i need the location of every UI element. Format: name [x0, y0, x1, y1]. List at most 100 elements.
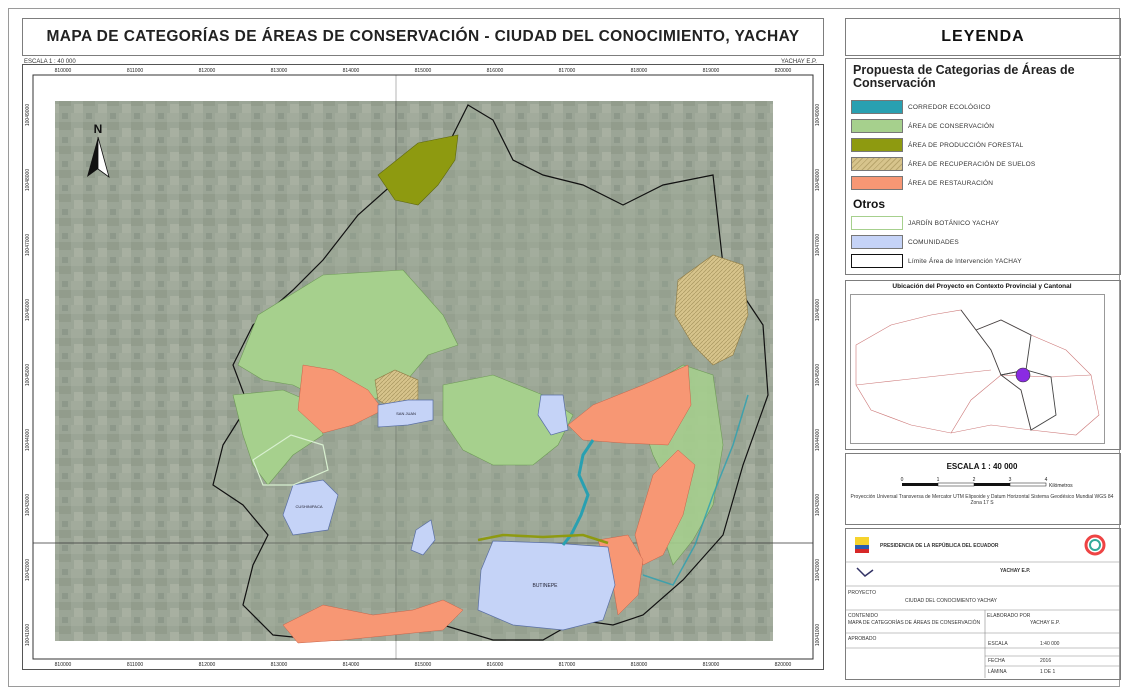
legend-swatch: [851, 235, 903, 249]
tick-label-bottom: 811000: [127, 662, 144, 668]
legend-title: LEYENDA: [941, 28, 1025, 45]
institution-name: PRESIDENCIA DE LA REPÚBLICA DEL ECUADOR: [880, 543, 999, 549]
legend-label: JARDÍN BOTÁNICO YACHAY: [908, 219, 1000, 227]
scale-tick-label: 1: [937, 477, 940, 483]
legend-item: ÁREA DE RECUPERACIÓN DE SUELOS: [851, 157, 1035, 171]
tick-label-left: 10045000: [25, 364, 31, 386]
map-title-box: MAPA DE CATEGORÍAS DE ÁREAS DE CONSERVAC…: [22, 18, 824, 56]
location-map: [850, 294, 1105, 444]
credit-note: YACHAY E.P.: [781, 59, 817, 65]
legend-box: [845, 58, 1121, 275]
area-recuperacion-suelos-1: [674, 254, 749, 366]
tick-label-left: 10043000: [25, 494, 31, 516]
title-block-lines: [845, 534, 1120, 678]
area-restauracion-2: [567, 364, 692, 446]
legend-label: COMUNIDADES: [908, 238, 959, 246]
legend-heading: Propuesta de Categorias de Áreas de Cons…: [853, 63, 1075, 90]
otros-heading: Otros: [853, 197, 886, 211]
tick-label-right: 10049000: [815, 104, 821, 126]
project-value: CIUDAD DEL CONOCIMIENTO YACHAY: [905, 598, 997, 604]
legend-item: ÁREA DE PRODUCCIÓN FORESTAL: [851, 138, 1023, 152]
tick-label-bottom: 812000: [199, 662, 216, 668]
legend-item: ÁREA DE RESTAURACIÓN: [851, 176, 993, 190]
scale-tick-label: 0: [901, 477, 904, 483]
community-2: [282, 479, 339, 536]
area-conservacion-3: [232, 389, 324, 486]
intervention-boundary: [212, 104, 769, 641]
tick-label-left: 10049000: [25, 104, 31, 126]
tick-label-bottom: 814000: [343, 662, 360, 668]
content-value: MAPA DE CATEGORÍAS DE ÁREAS DE CONSERVAC…: [848, 620, 981, 626]
legend-item: JARDÍN BOTÁNICO YACHAY: [851, 216, 999, 230]
scale-note: ESCALA 1 : 40 000: [24, 59, 76, 65]
project-location-marker: [1015, 367, 1031, 383]
tick-label-top: 814000: [343, 68, 360, 74]
tick-label-top: 817000: [559, 68, 576, 74]
tick-label-bottom: 815000: [415, 662, 432, 668]
content-label: CONTENIDO: [848, 613, 878, 619]
responsible-value: YACHAY E.P.: [1030, 620, 1060, 626]
tick-label-left: 10048000: [25, 169, 31, 191]
scale-tick-label: 2: [973, 477, 976, 483]
tick-label-left: 10046000: [25, 299, 31, 321]
sheet-label: LÁMINA: [988, 669, 1007, 675]
tick-label-top: 810000: [55, 68, 72, 74]
scale-value: 1:40 000: [1040, 641, 1060, 647]
project-label: PROYECTO: [848, 590, 876, 596]
scale-unit-label: Kilómetros: [1049, 483, 1073, 489]
tick-label-top: 811000: [127, 68, 144, 74]
tick-label-bottom: 818000: [631, 662, 648, 668]
legend-swatch: [851, 100, 903, 114]
community-3: [537, 394, 569, 436]
tick-label-left: 10041000: [25, 624, 31, 646]
tick-label-top: 818000: [631, 68, 648, 74]
tick-label-right: 10048000: [815, 169, 821, 191]
legend-swatch: [851, 157, 903, 171]
tick-label-left: 10047000: [25, 234, 31, 256]
tick-label-right: 10047000: [815, 234, 821, 256]
tick-label-right: 10046000: [815, 299, 821, 321]
community-1: [377, 399, 434, 428]
responsible-label: ELABORADO POR: [987, 613, 1031, 619]
company-name: YACHAY E.P.: [1000, 568, 1031, 574]
tick-label-top: 813000: [271, 68, 288, 74]
location-box: [845, 280, 1121, 450]
legend-label: ÁREA DE CONSERVACIÓN: [908, 122, 995, 130]
area-restauracion-1: [297, 364, 384, 434]
area-produccion-forestal: [377, 134, 459, 206]
approved-label: APROBADO: [848, 636, 877, 642]
legend-item: COMUNIDADES: [851, 235, 959, 249]
community-label: SAN JUAN: [396, 411, 416, 416]
legend-label: ÁREA DE PRODUCCIÓN FORESTAL: [908, 141, 1024, 149]
legend-label: Límite Área de Intervención YACHAY: [908, 257, 1022, 265]
tick-label-right: 10041000: [815, 624, 821, 646]
location-title: Ubicación del Proyecto en Contexto Provi…: [892, 283, 1072, 290]
scale-title: ESCALA 1 : 40 000: [946, 462, 1018, 471]
tick-label-right: 10043000: [815, 494, 821, 516]
area-restauracion-3: [634, 449, 696, 566]
legend-title-box: LEYENDA: [845, 18, 1121, 56]
map-title: MAPA DE CATEGORÍAS DE ÁREAS DE CONSERVAC…: [46, 28, 800, 45]
community-lake: [477, 540, 616, 631]
tick-label-right: 10045000: [815, 364, 821, 386]
legend-label: CORREDOR ECOLÓGICO: [908, 103, 991, 111]
tick-label-bottom: 820000: [775, 662, 792, 668]
tick-label-top: 815000: [415, 68, 432, 74]
tick-label-bottom: 816000: [487, 662, 504, 668]
tick-label-top: 820000: [775, 68, 792, 74]
projection-note: Proyección Universal Transversa de Merca…: [850, 494, 1114, 506]
date-label: FECHA: [988, 658, 1005, 664]
community-label: CUSHINIPACA: [295, 504, 322, 509]
north-arrow: [87, 136, 110, 178]
tick-label-bottom: 813000: [271, 662, 288, 668]
tick-label-bottom: 810000: [55, 662, 72, 668]
scale-tick-label: 3: [1009, 477, 1012, 483]
location-map-svg: [855, 309, 1100, 436]
tick-label-right: 10042000: [815, 559, 821, 581]
community-4: [410, 519, 436, 556]
legend-item: CORREDOR ECOLÓGICO: [851, 100, 991, 114]
legend-swatch: [851, 254, 903, 268]
